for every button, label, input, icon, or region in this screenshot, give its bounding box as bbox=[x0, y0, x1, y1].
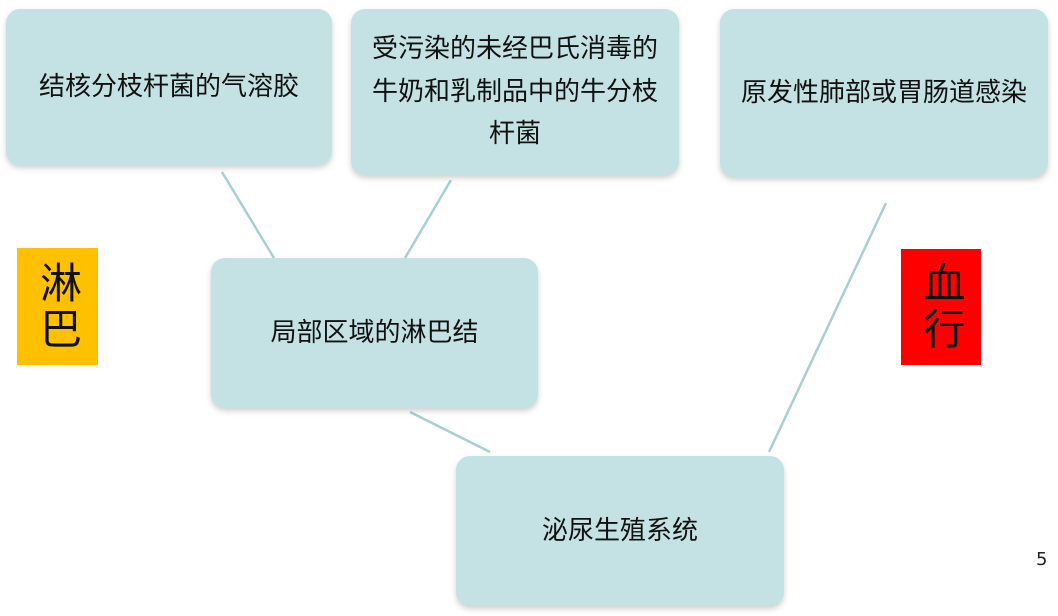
node-urogenital-system-text: 泌尿生殖系统 bbox=[541, 515, 698, 546]
label-lymphatic-route: 淋巴 bbox=[17, 248, 98, 365]
label-hematogenous-route: 血行 bbox=[901, 249, 981, 365]
connector-infection-to-urogenital bbox=[767, 202, 888, 453]
node-milk-line: 牛奶和乳制品中的牛分枝 bbox=[371, 76, 658, 107]
node-regional-lymph-nodes: 局部区域的淋巴结 bbox=[211, 258, 538, 408]
node-aerosol: 结核分枝杆菌的气溶胶 bbox=[6, 9, 332, 165]
node-milk-line: 受污染的未经巴氏消毒的 bbox=[371, 33, 658, 64]
node-milk-text: 受污染的未经巴氏消毒的 牛奶和乳制品中的牛分枝 杆菌 bbox=[372, 28, 658, 157]
node-primary-infection: 原发性肺部或胃肠道感染 bbox=[720, 9, 1048, 177]
page-number: 5 bbox=[1036, 549, 1048, 570]
node-milk-line: 杆菌 bbox=[488, 119, 541, 150]
node-urogenital-system: 泌尿生殖系统 bbox=[456, 456, 784, 606]
node-regional-lymph-nodes-text: 局部区域的淋巴结 bbox=[270, 317, 479, 348]
connector-milk-to-lymph-nodes bbox=[403, 179, 453, 259]
node-milk: 受污染的未经巴氏消毒的 牛奶和乳制品中的牛分枝 杆菌 bbox=[351, 9, 679, 175]
connector-aerosol-to-lymph-nodes bbox=[220, 171, 276, 259]
node-primary-infection-text: 原发性肺部或胃肠道感染 bbox=[740, 77, 1027, 108]
connector-lymph-nodes-to-urogenital bbox=[409, 410, 491, 454]
node-aerosol-text: 结核分枝杆菌的气溶胶 bbox=[38, 71, 299, 102]
